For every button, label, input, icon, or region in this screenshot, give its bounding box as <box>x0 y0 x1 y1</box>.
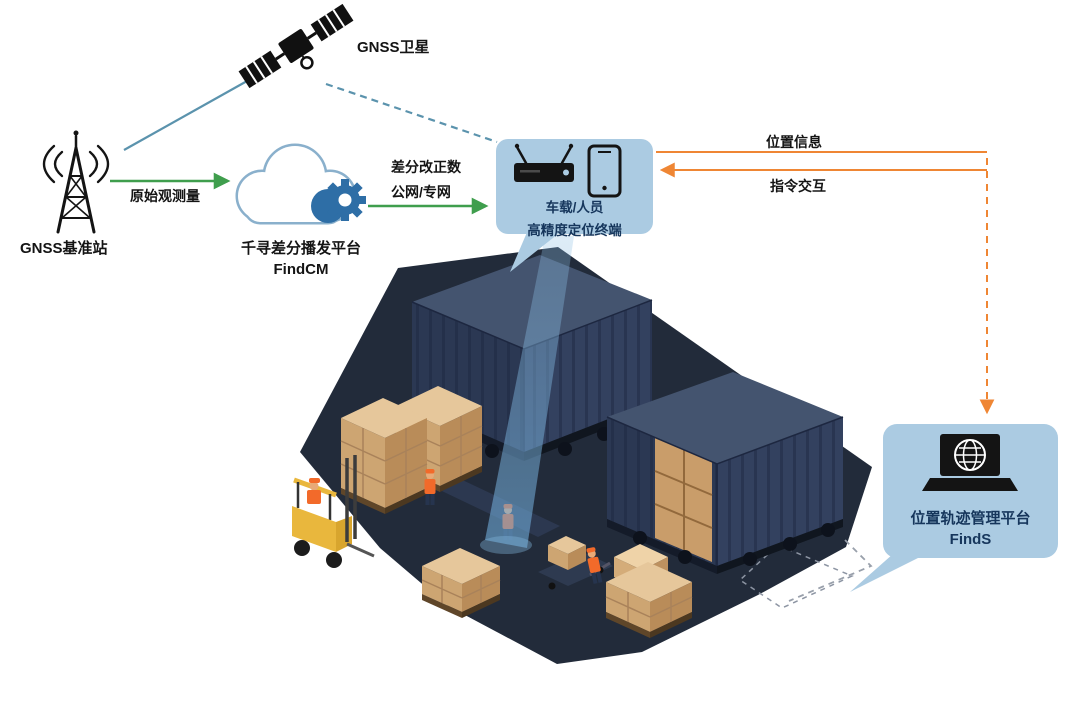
box-stack-center <box>421 548 501 618</box>
cloud-platform-label-block: 千寻差分播发平台 FindCM <box>215 237 387 278</box>
platform-product-label: FindS <box>949 531 992 548</box>
signal-arc-right-outer <box>96 144 110 184</box>
raw-observation-label: 原始观测量 <box>130 188 200 204</box>
correction-label-block: 差分改正数 公网/专网 <box>391 155 461 205</box>
correction-label-line1: 差分改正数 <box>391 159 461 175</box>
worker-pallet-jack <box>586 547 603 584</box>
vehicle-terminal-icon <box>514 143 574 182</box>
cloud-gear-icon <box>235 143 366 225</box>
signal-line-satellite-terminal <box>325 82 498 144</box>
worker-left <box>424 469 436 505</box>
platform-link-line <box>788 539 873 602</box>
laptop-globe-icon <box>922 434 1018 491</box>
gnss-satellite-icon <box>238 3 354 89</box>
signal-arc-left-outer <box>42 144 56 184</box>
cloud-platform-product: FindCM <box>273 261 329 278</box>
gear-icon <box>324 179 366 221</box>
platform-label-block: 位置轨迹管理平台 FindS <box>883 507 1058 548</box>
base-station-icon <box>42 130 110 234</box>
terminal-label-block: 车载/人员 高精度定位终端 <box>496 196 653 239</box>
signal-line-satellite-base <box>123 75 257 151</box>
container-2 <box>606 372 844 574</box>
floor-marking <box>738 544 854 609</box>
signal-arc-right-inner <box>88 150 99 178</box>
signal-arc-left-inner <box>53 150 64 178</box>
terminal-label-line2: 高精度定位终端 <box>527 223 622 238</box>
correction-label-line2: 公网/专网 <box>391 184 451 200</box>
box-stack-right <box>605 544 693 638</box>
forklift-icon <box>292 455 375 568</box>
terminal-bubble <box>496 139 653 272</box>
positioning-beam <box>480 236 574 554</box>
warehouse-scene <box>292 247 872 664</box>
platform-name-label: 位置轨迹管理平台 <box>910 510 1031 527</box>
terminal-label-line1: 车载/人员 <box>545 200 604 215</box>
cloud-platform-name: 千寻差分播发平台 <box>240 240 361 257</box>
platform-bubble <box>850 424 1058 592</box>
satellite-label: GNSS卫星 <box>357 39 430 56</box>
smartphone-icon <box>587 144 622 198</box>
base-station-label: GNSS基准站 <box>20 240 108 257</box>
box-stack-front <box>340 398 428 514</box>
command-label: 指令交互 <box>770 178 826 194</box>
position-info-label: 位置信息 <box>766 134 822 150</box>
